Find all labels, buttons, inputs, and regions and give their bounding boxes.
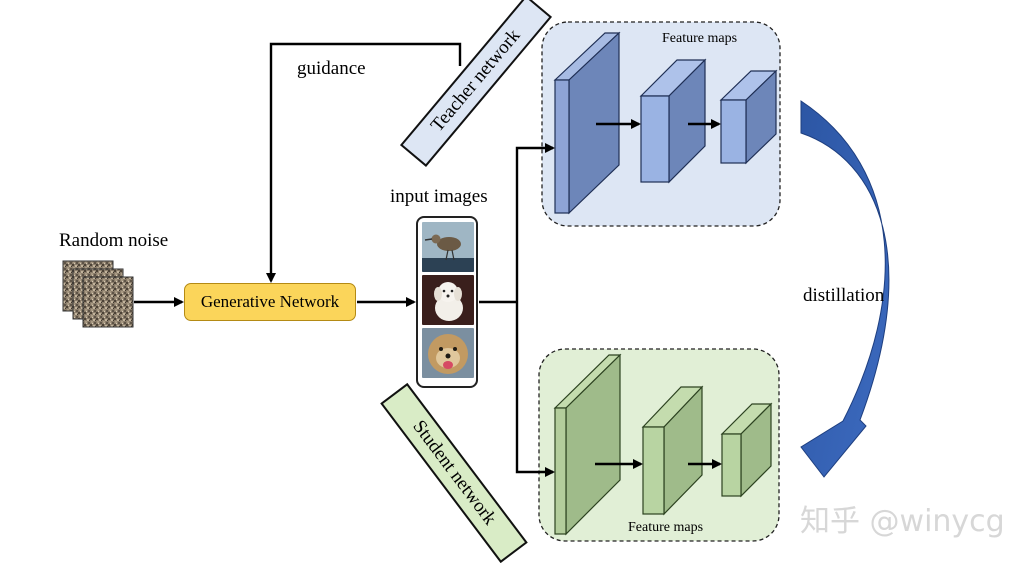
input-images-label: input images <box>390 186 488 207</box>
teacher-feature-block-3 <box>719 69 778 165</box>
student-feature-block-2 <box>641 385 704 516</box>
branch-to-student-arrow <box>515 302 555 477</box>
student-feature-block-3 <box>720 402 773 498</box>
guidance-label: guidance <box>297 58 366 79</box>
bird-photo-icon <box>422 222 474 272</box>
teacher-feature-maps-label: Feature maps <box>662 31 738 46</box>
student-feature-maps-label: Feature maps <box>628 520 704 535</box>
watermark: 知乎 @winycg <box>800 504 1005 539</box>
distillation-label: distillation <box>803 285 885 306</box>
teacher-feature-block-2 <box>639 58 707 184</box>
white-dog-photo-icon <box>422 275 474 325</box>
random-noise-label: Random noise <box>59 230 169 251</box>
distillation-arrow <box>800 100 890 478</box>
random-noise-stack <box>62 260 134 328</box>
teacher-feature-block-1 <box>553 31 621 215</box>
guidance-arrow <box>266 42 462 283</box>
generative-network-label: Generative Network <box>200 292 340 311</box>
terrier-dog-photo-icon <box>422 328 474 378</box>
generative-network-box: Generative Network <box>184 283 356 321</box>
branch-to-teacher-arrow <box>515 143 555 302</box>
input-images-frame <box>416 216 478 388</box>
student-feature-block-1 <box>553 353 622 536</box>
